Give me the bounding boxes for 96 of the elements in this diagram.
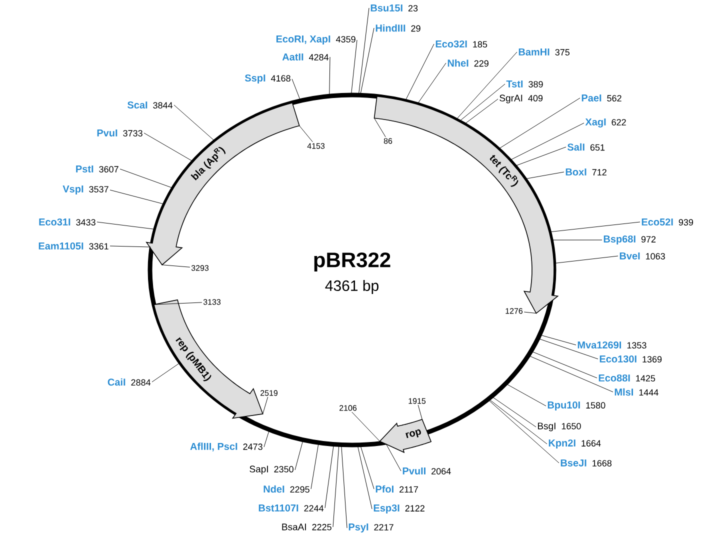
site-label: PvuII 2064	[402, 468, 451, 474]
leader-line	[492, 396, 536, 428]
site-label: BsaAI 2225	[282, 524, 332, 530]
leader-line	[525, 172, 564, 180]
site-label: SspI 4168	[244, 74, 290, 84]
leader-line	[262, 396, 268, 414]
site-label: BamHI 375	[518, 48, 570, 56]
site-label: VspI 3537	[62, 186, 108, 194]
leader-line	[162, 264, 190, 268]
site-label: PaeI 562	[582, 94, 622, 102]
position-label: 2106	[340, 405, 357, 411]
leader-line	[374, 118, 386, 138]
leader-line	[510, 122, 584, 160]
site-label: Bst1107I 2244	[258, 504, 324, 512]
leader-line	[386, 443, 402, 472]
leader-line	[294, 440, 304, 470]
leader-line	[405, 44, 434, 100]
site-label: PstI 3607	[76, 166, 118, 172]
position-label: 4153	[307, 143, 325, 149]
leader-line	[360, 446, 374, 490]
leader-line	[324, 445, 334, 508]
position-label: 2519	[260, 390, 278, 396]
site-label: SgrAI 409	[500, 94, 543, 104]
site-label: HindIII 29	[376, 24, 420, 32]
site-label: Eco31I 3433	[39, 218, 96, 226]
leader-line	[532, 351, 598, 378]
site-label: PsyI 2217	[348, 524, 394, 532]
site-label: Mva1269I 1353	[578, 341, 646, 349]
leader-line	[418, 404, 422, 420]
leader-line	[96, 222, 155, 230]
site-label: Eam1105I 3361	[38, 242, 108, 250]
leader-line	[506, 384, 546, 406]
site-label: Eco32I 185	[436, 40, 488, 48]
site-label: BsgI 1650	[538, 422, 581, 432]
leader-line	[110, 246, 151, 248]
site-label: PfoI 2117	[376, 485, 418, 493]
leader-line	[144, 132, 193, 162]
site-label: NdeI 2295	[264, 485, 310, 493]
position-label: 1276	[506, 308, 523, 314]
leader-line	[310, 443, 319, 490]
site-label: XagI 622	[585, 118, 626, 128]
leader-line	[299, 126, 313, 142]
site-label: Eco130I 1369	[600, 355, 662, 363]
site-label: Esp3I 2122	[374, 504, 424, 514]
leader-line	[418, 62, 446, 104]
leader-line	[292, 78, 300, 100]
leader-line	[538, 338, 598, 360]
leader-line	[154, 302, 202, 305]
leader-line	[358, 8, 370, 94]
site-label: BoxI 712	[566, 168, 606, 176]
leader-line	[528, 356, 614, 392]
leader-line	[489, 399, 548, 444]
leader-line	[152, 362, 180, 382]
leader-line	[515, 146, 566, 166]
site-label: BseJI 1668	[560, 460, 612, 466]
leader-line	[341, 446, 348, 528]
site-label: Eco88I 1425	[598, 374, 656, 382]
site-label: Eco52I 939	[642, 218, 694, 226]
site-label: EcoRI, XapI 4359	[276, 36, 356, 44]
site-label: PvuI 3733	[97, 130, 142, 136]
leader-line	[488, 400, 560, 464]
leader-line	[332, 445, 340, 528]
leader-line	[550, 222, 640, 232]
leader-line	[174, 104, 215, 141]
leader-line	[351, 40, 358, 94]
site-label: MlsI 1444	[614, 388, 658, 396]
position-label: 86	[384, 138, 392, 144]
position-label: 3133	[203, 299, 221, 305]
site-label: TstI 389	[506, 80, 543, 88]
site-label: NheI 229	[448, 59, 488, 67]
leader-line	[120, 168, 173, 188]
site-label: SapI 2350	[250, 466, 294, 474]
leader-line	[329, 56, 330, 96]
site-label: SalI 651	[567, 143, 605, 151]
site-label: Bsu15I 23	[370, 4, 418, 12]
leader-line	[554, 256, 618, 264]
leader-line	[464, 98, 498, 124]
position-label: 1915	[408, 398, 426, 404]
leader-line	[498, 98, 580, 149]
site-label: BveI 1063	[620, 252, 665, 260]
leader-line	[360, 28, 374, 94]
leader-line	[456, 52, 518, 120]
leader-line	[524, 312, 536, 314]
site-label: CaiI 2884	[108, 378, 151, 386]
leader-line	[460, 84, 506, 122]
site-label: AatII 4284	[282, 54, 329, 60]
site-label: AflIII, PscI 2473	[190, 442, 262, 452]
position-label: 3293	[191, 265, 209, 271]
site-label: Kpn2I 1664	[548, 439, 601, 448]
leader-line	[352, 412, 380, 442]
leader-line	[264, 430, 270, 448]
leader-line	[110, 190, 164, 204]
leader-line	[540, 334, 576, 346]
site-label: Bpu10I 1580	[548, 401, 606, 410]
leader-line	[357, 446, 372, 510]
site-label: Bsp68I 972	[604, 235, 656, 244]
